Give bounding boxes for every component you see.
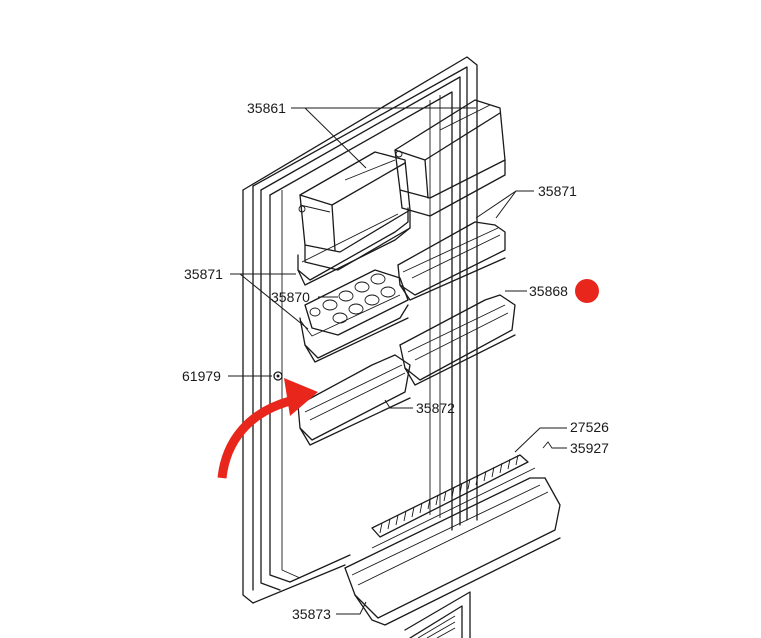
bottle-shelf [344, 467, 561, 626]
label-35871-right: 35871 [538, 183, 577, 199]
leader-lines [228, 107, 567, 615]
egg-tray [304, 269, 409, 336]
label-35868: 35868 [529, 283, 568, 299]
door-shelf-upper-left [297, 207, 411, 286]
door-shelf-lower [297, 354, 411, 446]
door-shelf-middle-right [399, 294, 516, 386]
label-35927: 35927 [570, 440, 609, 456]
door-shelf-upper-right [397, 221, 506, 301]
label-35861: 35861 [247, 100, 286, 116]
red-arrow-head [284, 378, 318, 416]
highlight-dot [575, 279, 599, 303]
dairy-compartment-right [394, 99, 506, 217]
label-27526: 27526 [570, 419, 609, 435]
label-35873: 35873 [292, 606, 331, 622]
red-curved-arrow [217, 396, 292, 479]
screw [273, 371, 283, 381]
part-labels: 35861 35871 35871 35870 35868 61979 3587… [182, 100, 609, 622]
label-35872: 35872 [416, 400, 455, 416]
label-61979: 61979 [182, 368, 221, 384]
label-35870: 35870 [271, 289, 310, 305]
bottle-guard [371, 454, 529, 538]
label-35871-left: 35871 [184, 266, 223, 282]
door-frame [242, 56, 478, 638]
